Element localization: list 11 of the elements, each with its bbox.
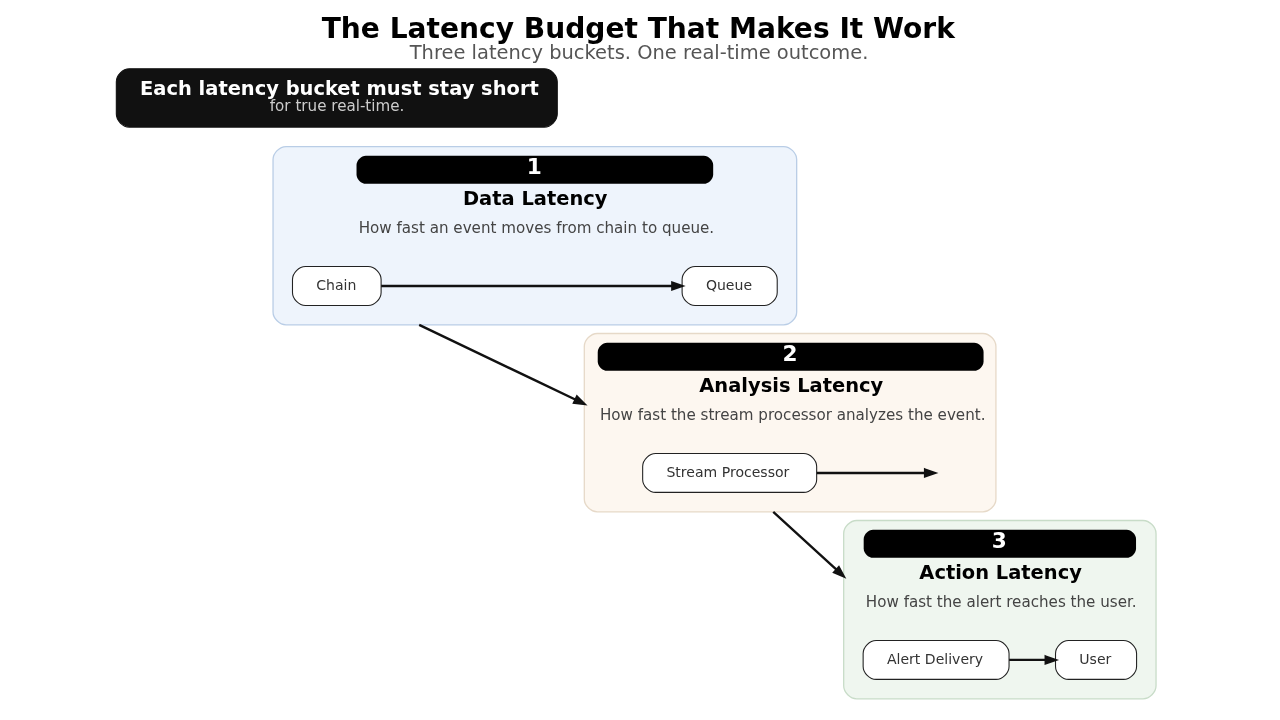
arrow xyxy=(771,510,846,579)
arrow xyxy=(1008,654,1059,665)
arrow xyxy=(418,323,588,406)
node-box: Alert Delivery xyxy=(862,639,1010,680)
arrow xyxy=(816,467,938,479)
node-box: Chain xyxy=(291,265,382,306)
node-box: Stream Processor xyxy=(641,452,817,493)
arrow xyxy=(380,280,686,292)
node-box: User xyxy=(1054,639,1137,680)
node-box: Queue xyxy=(681,265,778,306)
node-box: Each latency bucket must stay short for true real-time. xyxy=(115,68,558,128)
